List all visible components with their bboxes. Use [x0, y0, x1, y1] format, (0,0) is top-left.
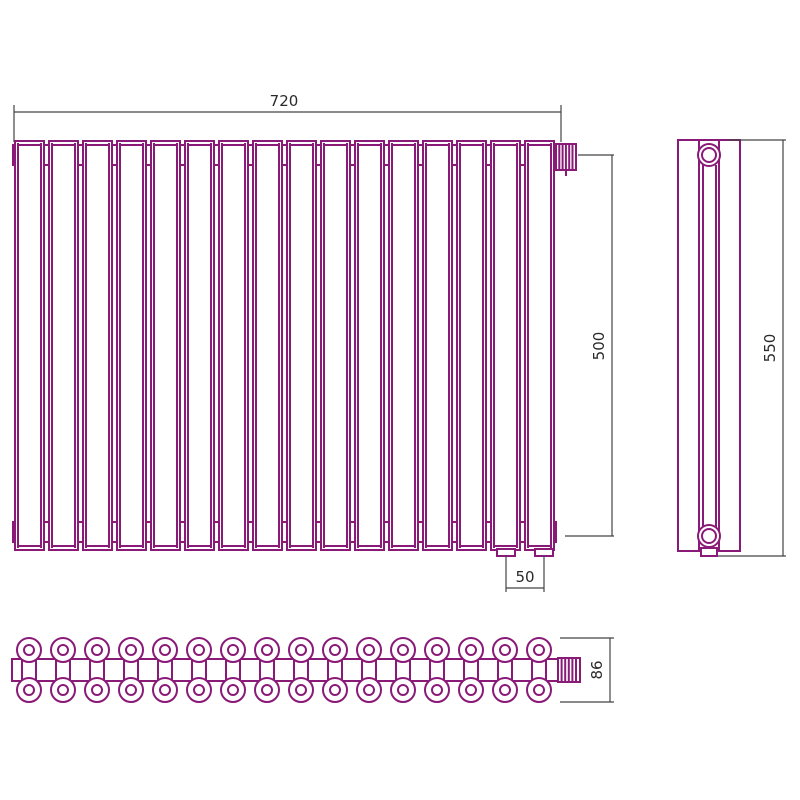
top-view-tube: [50, 677, 76, 703]
radiator-section: [14, 140, 45, 551]
top-view-tube-inner: [125, 684, 137, 696]
top-view-tube: [390, 637, 416, 663]
top-view-tube: [322, 677, 348, 703]
top-view-tube-inner: [499, 644, 511, 656]
top-view-tube: [390, 677, 416, 703]
bottom-connector-pipe: [496, 548, 516, 557]
radiator-section: [354, 140, 385, 551]
top-view-tube-inner: [227, 644, 239, 656]
top-view-tube: [84, 677, 110, 703]
top-view-tube: [186, 677, 212, 703]
dimension-width-label: 720: [270, 92, 299, 110]
top-view-tube-inner: [193, 644, 205, 656]
top-view-tube-inner: [465, 684, 477, 696]
top-view-tube: [288, 677, 314, 703]
top-view-tube: [458, 677, 484, 703]
top-view-tube-inner: [533, 684, 545, 696]
top-view-tube: [50, 637, 76, 663]
top-view-tube: [152, 677, 178, 703]
radiator-section: [150, 140, 181, 551]
dimension-depth-label: 86: [588, 660, 606, 679]
side-body: [677, 139, 741, 552]
top-view-tube: [356, 677, 382, 703]
radiator-section: [388, 140, 419, 551]
radiator-section: [184, 140, 215, 551]
top-view-tube: [492, 637, 518, 663]
top-view-tube-inner: [91, 644, 103, 656]
radiator-section: [218, 140, 249, 551]
top-view-tube-inner: [363, 644, 375, 656]
top-view-tube: [118, 677, 144, 703]
side-bottom-pipe: [700, 547, 718, 557]
radiator-section: [48, 140, 79, 551]
top-view-tube-inner: [91, 684, 103, 696]
top-view-tube: [458, 637, 484, 663]
radiator-section: [82, 140, 113, 551]
top-view-tube: [16, 677, 42, 703]
top-view-tube: [84, 637, 110, 663]
top-view-tube: [526, 677, 552, 703]
top-view-tube-inner: [261, 684, 273, 696]
top-view-tube-inner: [159, 684, 171, 696]
top-view-tube: [16, 637, 42, 663]
radiator-section: [422, 140, 453, 551]
radiator-section: [524, 140, 555, 551]
top-view-tube-inner: [125, 644, 137, 656]
top-view-tube-inner: [329, 684, 341, 696]
top-view-tube: [186, 637, 212, 663]
dimension-lines: [13, 105, 786, 703]
top-view-tube-inner: [295, 644, 307, 656]
top-view-tube: [322, 637, 348, 663]
side-view: [677, 139, 741, 557]
top-view-tube: [220, 677, 246, 703]
top-view-tube-inner: [57, 684, 69, 696]
top-view-tube-inner: [431, 644, 443, 656]
radiator-section: [286, 140, 317, 551]
top-view-tube: [492, 677, 518, 703]
top-view-tube-inner: [465, 644, 477, 656]
side-bottom-fitting-inner: [701, 528, 717, 544]
dimension-connector-spacing-label: 50: [515, 568, 534, 586]
side-top-fitting-inner: [701, 147, 717, 163]
top-view: [11, 637, 581, 703]
dimension-connection-height-label: 500: [590, 332, 608, 361]
top-view-tube-inner: [295, 684, 307, 696]
top-view-tube-inner: [193, 684, 205, 696]
top-view-tube-inner: [159, 644, 171, 656]
top-view-tube: [424, 677, 450, 703]
top-view-tube-inner: [363, 684, 375, 696]
radiator-section: [116, 140, 147, 551]
top-view-tube-inner: [261, 644, 273, 656]
top-view-tube: [288, 637, 314, 663]
top-view-tube-inner: [57, 644, 69, 656]
front-view: [12, 140, 577, 557]
top-view-tube: [118, 637, 144, 663]
top-view-tube: [424, 637, 450, 663]
top-view-tube-inner: [329, 644, 341, 656]
top-view-tube-inner: [533, 644, 545, 656]
top-view-tube-inner: [397, 684, 409, 696]
top-view-tube: [152, 637, 178, 663]
radiator-section: [456, 140, 487, 551]
top-view-tube-inner: [431, 684, 443, 696]
top-view-tube: [254, 637, 280, 663]
top-view-tube: [254, 677, 280, 703]
top-view-tube-inner: [227, 684, 239, 696]
radiator-section: [320, 140, 351, 551]
dimension-total-height-label: 550: [761, 334, 779, 363]
top-view-tube: [526, 637, 552, 663]
radiator-section: [490, 140, 521, 551]
top-view-tube-inner: [23, 644, 35, 656]
top-view-tube-inner: [397, 644, 409, 656]
top-view-tube: [356, 637, 382, 663]
bottom-collector: [12, 521, 557, 543]
top-view-tube-inner: [499, 684, 511, 696]
radiator-section: [252, 140, 283, 551]
top-view-tube-inner: [23, 684, 35, 696]
top-view-tube: [220, 637, 246, 663]
bottom-connector-pipe: [534, 548, 554, 557]
